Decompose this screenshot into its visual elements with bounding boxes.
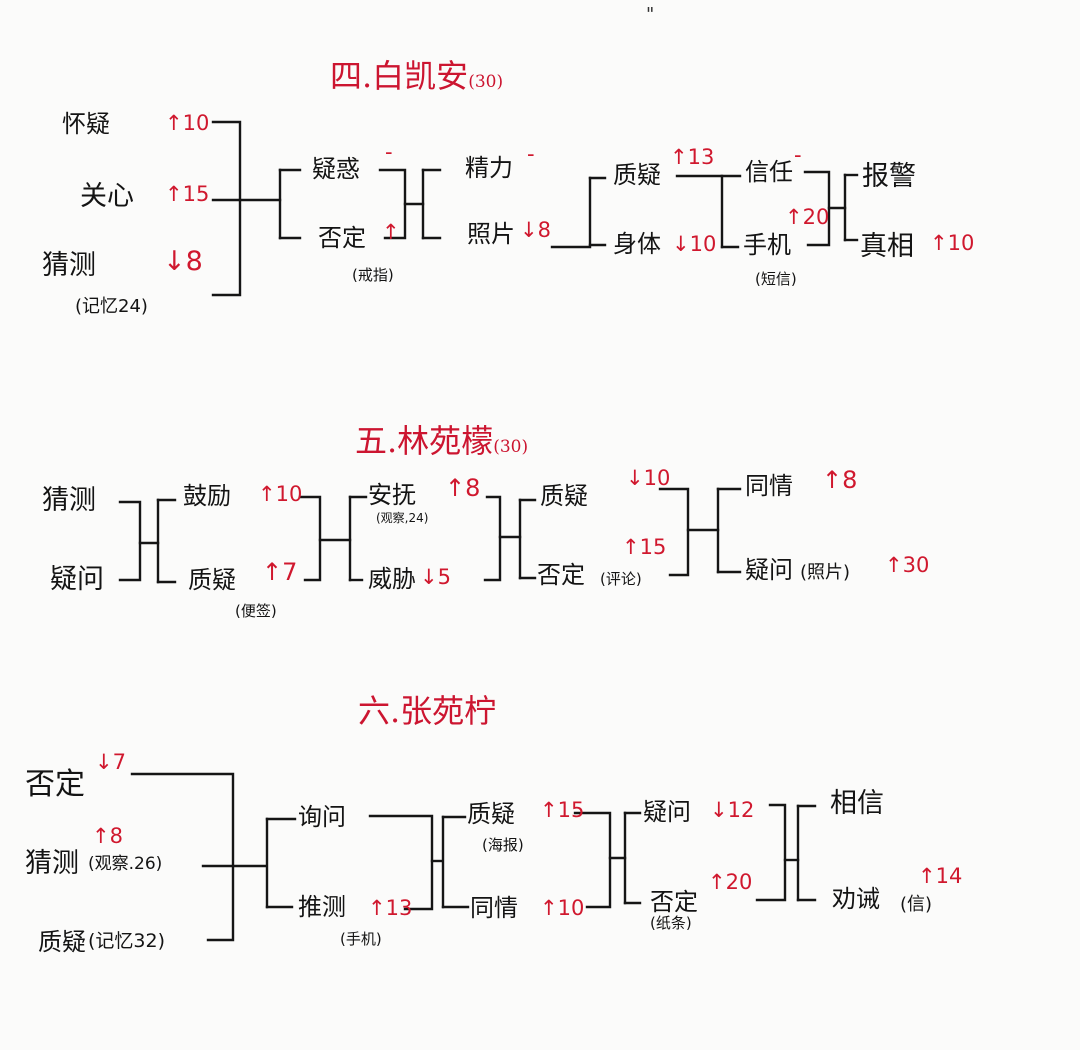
node-value: ↑10: [540, 896, 585, 920]
node-label: 相信: [830, 788, 884, 819]
node-label: 信任: [745, 158, 793, 186]
node-label: 否定: [25, 767, 85, 802]
node-label: 否定: [537, 561, 585, 589]
node-note: (短信): [755, 270, 797, 288]
node-note: (照片): [800, 562, 851, 583]
node-label: 关心: [80, 181, 134, 212]
node-value: -: [527, 142, 535, 166]
section-title-text: 六.张苑柠: [358, 692, 497, 730]
node-note: (记忆24): [75, 296, 148, 317]
node-label: 鼓励: [183, 482, 231, 510]
node-value: ↓8: [520, 218, 551, 242]
section-6-lines: [130, 772, 817, 942]
node-label: 质疑: [613, 161, 661, 189]
node-note: (纸条): [650, 914, 692, 932]
node-label: 质疑: [188, 566, 236, 594]
section-title: 四.白凯安(30): [330, 60, 503, 92]
node-label: 照片: [467, 220, 515, 248]
node-label: 身体: [613, 230, 661, 258]
node-note: (手机): [340, 930, 382, 948]
section-5-lines: [118, 487, 742, 584]
node-label: 否定: [318, 224, 366, 252]
node-value: ↓7: [95, 750, 126, 774]
node-value: ↓5: [420, 565, 451, 589]
node-value: ↑: [382, 220, 400, 244]
node-label: 质疑: [38, 928, 86, 956]
node-note: (海报): [482, 836, 524, 854]
node-value: ↑30: [885, 553, 930, 577]
node-note: (便签): [235, 602, 277, 620]
node-label: 劝诫: [832, 885, 880, 913]
node-note: (记忆32): [88, 930, 166, 952]
node-label: 否定: [650, 888, 698, 916]
section-title-text: 五.林苑檬: [355, 422, 494, 460]
node-label: 报警: [862, 161, 916, 192]
node-value: ↑8: [445, 474, 481, 502]
node-label: 手机: [743, 231, 791, 259]
node-value: ↓10: [626, 466, 671, 490]
node-value: ↓12: [710, 798, 755, 822]
node-value: -: [794, 143, 802, 167]
node-value: -: [385, 140, 393, 164]
node-label: 询问: [298, 803, 346, 831]
node-value: ↑13: [670, 145, 715, 169]
node-label: 疑问: [50, 564, 104, 595]
node-value: ↑15: [540, 798, 585, 822]
node-value: ↑20: [785, 205, 830, 229]
node-value: ↑15: [622, 535, 667, 559]
node-value: ↑20: [708, 870, 753, 894]
node-note: (观察,24): [376, 511, 429, 525]
node-label: 真相: [860, 231, 914, 262]
node-label: 同情: [745, 472, 793, 500]
section-title-note: (30): [468, 72, 504, 92]
node-note: (戒指): [352, 266, 394, 284]
node-label: 猜测: [42, 250, 96, 281]
node-label: 疑问: [643, 798, 691, 826]
node-note: (信): [900, 894, 933, 915]
page-mark: ": [646, 4, 655, 25]
node-value: ↑13: [368, 896, 413, 920]
node-label: 质疑: [467, 800, 515, 828]
node-value: ↓10: [672, 232, 717, 256]
node-label: 安抚: [368, 481, 416, 509]
node-label: 推测: [298, 893, 346, 921]
section-title: 五.林苑檬(30): [355, 425, 528, 457]
section-title: 六.张苑柠: [358, 695, 496, 727]
node-value: ↑10: [165, 111, 210, 135]
node-note: (评论): [600, 570, 642, 588]
node-value: ↑8: [92, 824, 123, 848]
node-note: (观察.26): [88, 854, 163, 874]
node-value: ↑15: [165, 182, 210, 206]
node-value: ↓8: [163, 246, 203, 277]
node-value: ↑10: [258, 482, 303, 506]
section-title-text: 四.白凯安: [330, 57, 469, 95]
node-label: 猜测: [25, 848, 79, 879]
node-value: ↑10: [930, 231, 975, 255]
node-value: ↑7: [262, 558, 298, 586]
node-label: 精力: [465, 154, 513, 182]
node-label: 怀疑: [62, 110, 110, 138]
node-label: 同情: [470, 894, 518, 922]
node-value: ↑14: [918, 864, 963, 888]
node-label: 威胁: [368, 565, 416, 593]
node-label: 疑惑: [312, 155, 360, 183]
node-value: ↑8: [822, 466, 858, 494]
node-label: 质疑: [540, 482, 588, 510]
node-label: 猜测: [42, 485, 96, 516]
section-4-lines: [211, 120, 859, 297]
section-title-note: (30): [493, 437, 529, 457]
node-label: 疑问: [745, 556, 793, 584]
